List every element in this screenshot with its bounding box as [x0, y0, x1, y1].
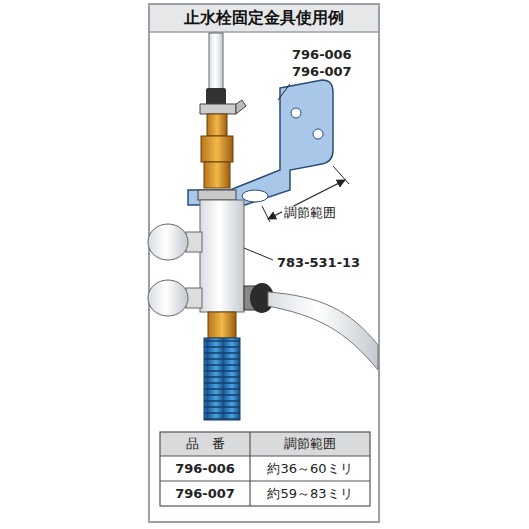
table-header: 品 番: [186, 437, 225, 451]
dimension-label: 調節範囲: [282, 206, 338, 220]
table-cell: 約36～60ミリ: [267, 462, 352, 476]
part-number: 796-007: [292, 65, 352, 79]
table-header: 調節範囲: [284, 437, 336, 451]
table-cell: 約59～83ミリ: [267, 487, 352, 501]
title: 止水栓固定金具使用例: [184, 9, 344, 27]
table-cell: 796-007: [175, 487, 235, 501]
table-cell: 796-006: [175, 462, 235, 476]
part-number: 783-531-13: [277, 256, 360, 270]
part-number: 796-006: [292, 48, 352, 62]
